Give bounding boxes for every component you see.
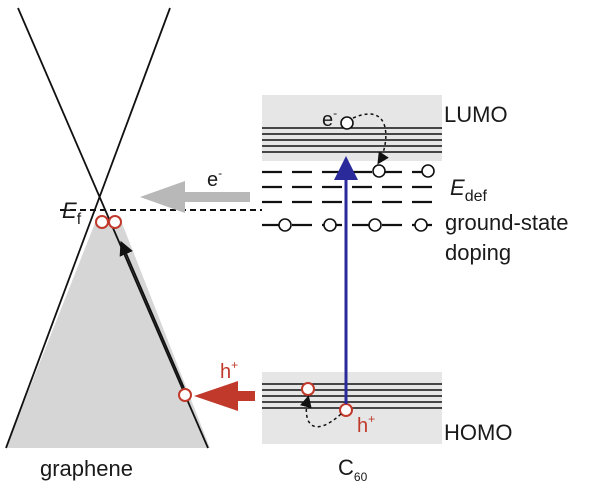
c60-label: C60 — [338, 455, 368, 484]
electron-transfer-arrow — [140, 181, 250, 213]
ground-state-electron-1 — [278, 218, 292, 232]
lumo-electron — [340, 116, 354, 130]
graphene-label: graphene — [40, 456, 133, 481]
graphene-hole-2 — [108, 215, 122, 229]
homo-hole-2 — [339, 403, 353, 417]
hole-transport-arrow — [119, 240, 185, 389]
relaxation-dotted-arrow — [352, 113, 389, 165]
homo-band — [262, 372, 442, 444]
fermi-level-label: Ef — [62, 198, 82, 228]
ground-state-label: ground-state — [445, 210, 569, 235]
defect-electron-1 — [372, 164, 386, 178]
hole-transfer-arrow — [194, 381, 255, 411]
ground-state-electron-2 — [323, 218, 337, 232]
homo-hole-1 — [301, 382, 315, 396]
lumo-band — [262, 95, 442, 161]
hole-transfer-label: h+ — [220, 358, 238, 383]
homo-label: HOMO — [444, 420, 512, 445]
doping-label: doping — [445, 240, 511, 265]
graphene-dirac-cone — [5, 7, 210, 449]
edef-label: Edef — [450, 175, 487, 205]
defect-electron-2 — [421, 164, 435, 178]
ground-state-electron-3 — [368, 218, 382, 232]
electron-transfer-label: e- — [207, 166, 222, 191]
homo-hole-label: h+ — [357, 412, 375, 437]
defect-levels — [262, 164, 442, 232]
cone-line-right — [5, 7, 171, 449]
lumo-electron-label: e- — [322, 106, 337, 131]
ground-state-electron-4 — [414, 218, 428, 232]
graphene-hole-1 — [95, 215, 109, 229]
graphene-lower-hole — [178, 388, 192, 402]
homo-dotted-arrow — [300, 395, 342, 428]
filled-valence-cone — [6, 218, 210, 448]
lumo-label: LUMO — [444, 102, 508, 127]
